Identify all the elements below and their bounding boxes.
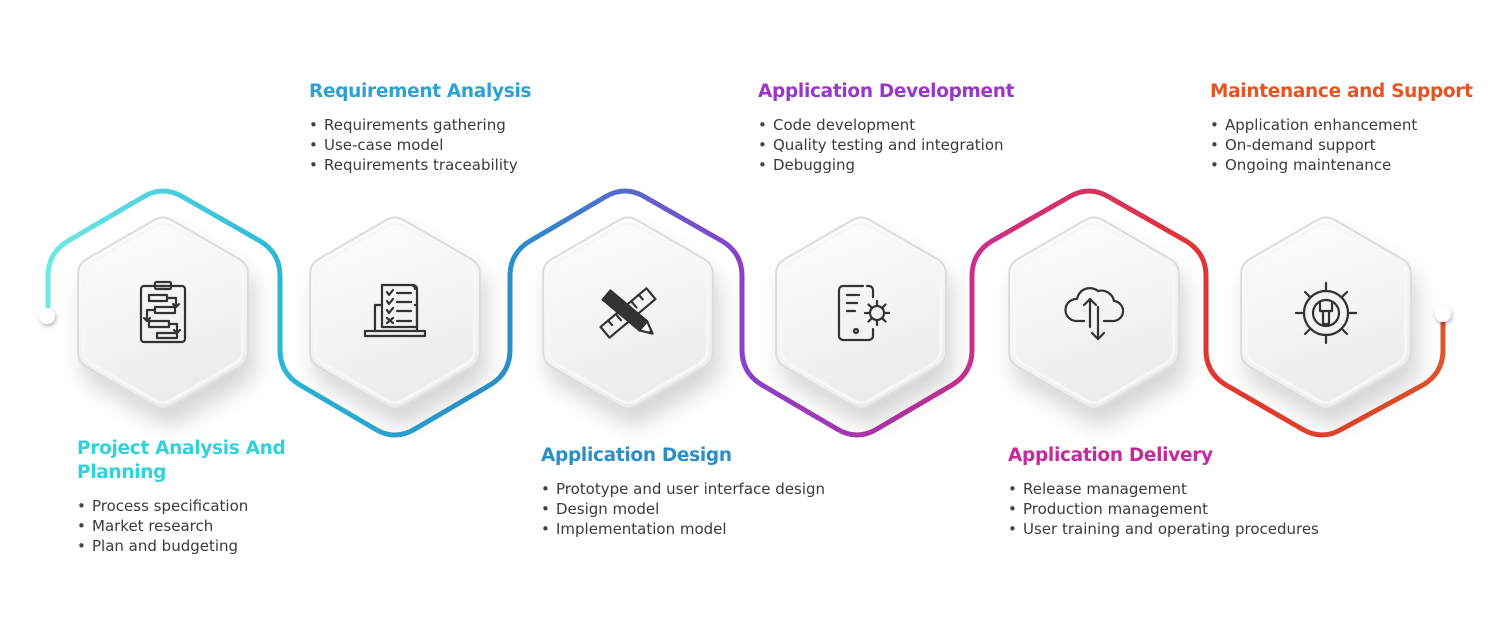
step-items: Application enhancement On-demand suppor…: [1210, 115, 1473, 175]
step-application-development: Application Development Code development…: [758, 80, 1014, 175]
list-item: Prototype and user interface design: [541, 479, 825, 499]
list-item: Use-case model: [309, 135, 531, 155]
path-start-dot: [39, 308, 55, 324]
list-item: Application enhancement: [1210, 115, 1473, 135]
mobile-gear-icon: [837, 284, 891, 342]
path-end-dot: [1435, 306, 1451, 322]
step-title: Application Design: [541, 445, 732, 466]
flow-path: [45, 188, 1446, 438]
list-item: Code development: [758, 115, 1014, 135]
hexagon-node: [309, 216, 481, 410]
step-application-design: Application Design Prototype and user in…: [541, 444, 825, 539]
pencil-ruler-icon: [599, 287, 657, 339]
list-item: Debugging: [758, 155, 1014, 175]
hexagon-node: [1008, 216, 1180, 410]
step-items: Prototype and user interface design Desi…: [541, 479, 825, 539]
list-item: Process specification: [77, 496, 285, 516]
list-item: User training and operating procedures: [1008, 519, 1319, 539]
list-item: Plan and budgeting: [77, 536, 285, 556]
list-item: Requirements traceability: [309, 155, 531, 175]
list-item: Implementation model: [541, 519, 825, 539]
step-requirement-analysis: Requirement Analysis Requirements gather…: [309, 80, 532, 175]
step-title: Requirement Analysis: [309, 81, 532, 102]
list-item: Ongoing maintenance: [1210, 155, 1473, 175]
step-maintenance-support: Maintenance and Support Application enha…: [1210, 80, 1473, 175]
laptop-checklist-icon: [363, 283, 427, 338]
checklist-flow-icon: [139, 280, 187, 344]
cloud-transfer-icon: [1064, 287, 1125, 341]
step-items: Requirements gathering Use-case model Re…: [309, 115, 531, 175]
hexagon-node: [77, 216, 249, 410]
list-item: Market research: [77, 516, 285, 536]
wrench-gear-icon: [1294, 281, 1358, 345]
step-title: Application Delivery: [1008, 445, 1213, 466]
list-item: Requirements gathering: [309, 115, 531, 135]
hexagon-node: [1240, 216, 1412, 410]
step-title: Maintenance and Support: [1210, 81, 1473, 102]
list-item: Release management: [1008, 479, 1319, 499]
list-item: Production management: [1008, 499, 1319, 519]
step-title: Application Development: [758, 81, 1015, 102]
step-application-delivery: Application Delivery Release management …: [1008, 444, 1319, 539]
list-item: Quality testing and integration: [758, 135, 1014, 155]
hexagon-node: [775, 216, 947, 410]
step-items: Code development Quality testing and int…: [758, 115, 1014, 175]
list-item: Design model: [541, 499, 825, 519]
hexagon-node: [542, 216, 714, 410]
step-items: Process specification Market research Pl…: [77, 496, 285, 556]
step-items: Release management Production management…: [1008, 479, 1319, 539]
list-item: On-demand support: [1210, 135, 1473, 155]
